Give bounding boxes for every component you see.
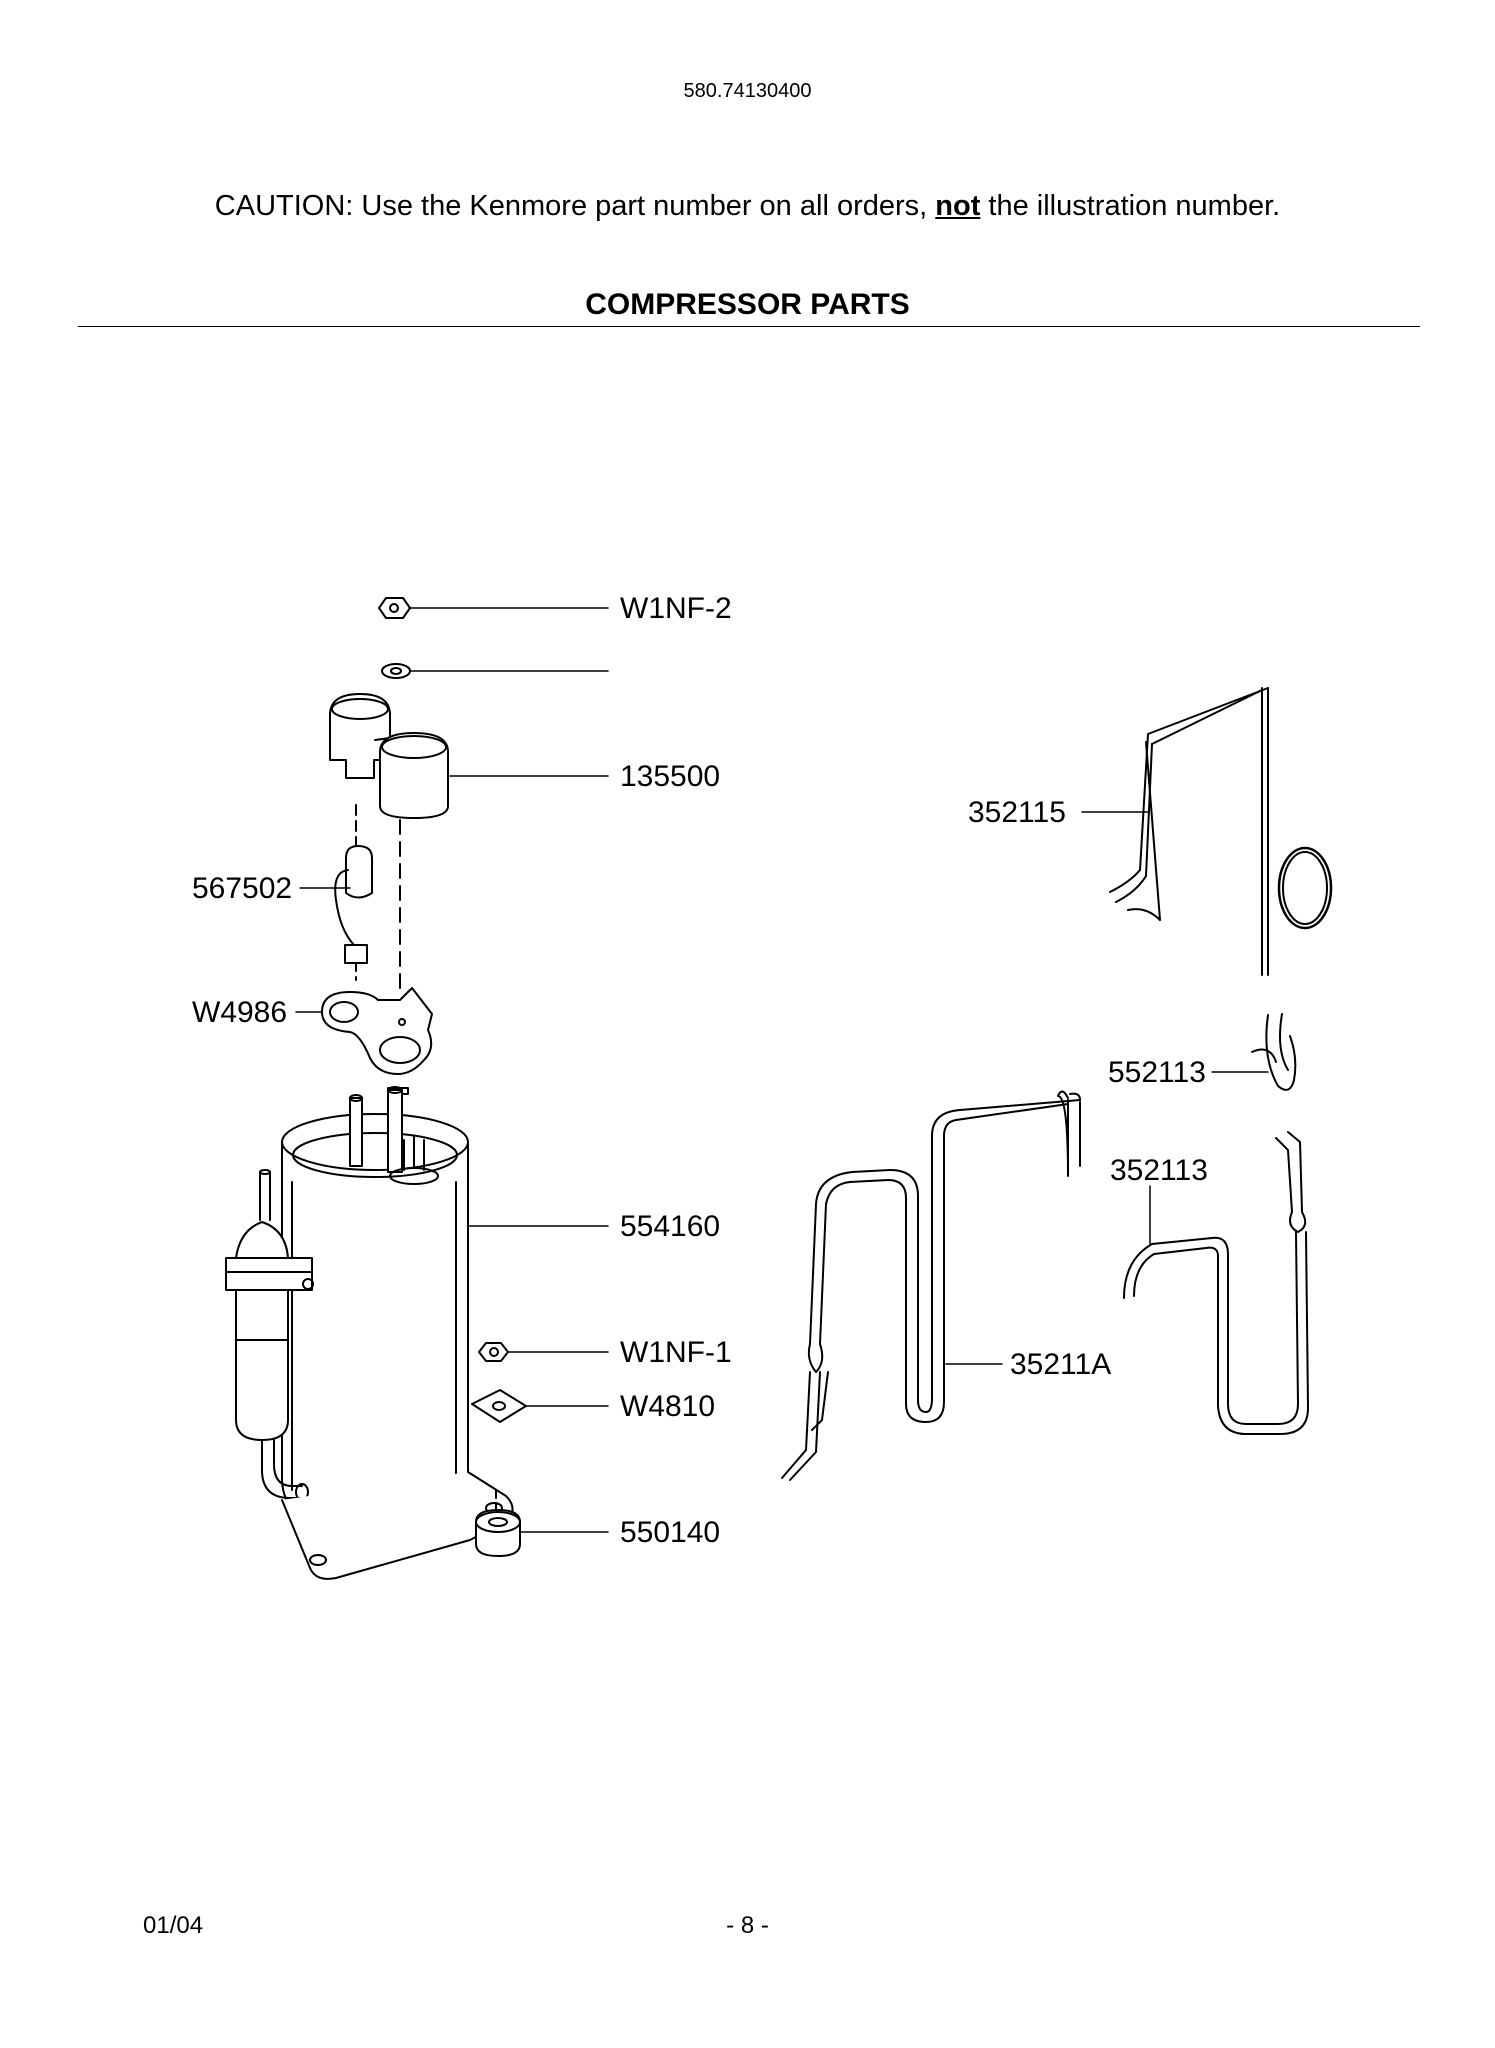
label-352115: 352115 (968, 796, 1066, 829)
part-labels: W1NF-2 135500 567502 W4986 554160 W1NF-1… (192, 592, 1208, 1549)
washer-top-drawing (381, 663, 411, 679)
page-number: - 8 - (726, 1912, 769, 1939)
label-552113: 552113 (1108, 1056, 1206, 1089)
tube-352113-drawing (1123, 1131, 1309, 1435)
accumulator-drawing (225, 1169, 314, 1501)
grommet-drawing (475, 1509, 521, 1557)
footer-date: 01/04 (143, 1912, 204, 1939)
caution-text-end: the illustration number. (980, 190, 1281, 222)
title-rule (78, 326, 1420, 327)
nut-top-drawing (378, 597, 411, 619)
label-550140: 550140 (620, 1516, 720, 1549)
clip-drawing (1251, 1013, 1297, 1091)
caution-text-start: CAUTION: Use the Kenmore part number on … (214, 190, 936, 222)
leader-lines (295, 607, 1269, 1533)
label-w4810: W4810 (620, 1390, 715, 1423)
washer-bottom-drawing (471, 1389, 527, 1423)
label-w1nf-2: W1NF-2 (620, 592, 732, 625)
caution-notice: CAUTION: Use the Kenmore part number on … (0, 190, 1495, 223)
label-554160: 554160 (620, 1210, 720, 1243)
tube-35211a-drawing (781, 1090, 1081, 1481)
label-567502: 567502 (192, 872, 292, 905)
label-352113: 352113 (1110, 1154, 1208, 1187)
terminal-cover-drawing (321, 987, 433, 1075)
caution-emphasis: not (935, 190, 981, 222)
document-number: 580.74130400 (683, 80, 812, 102)
capacitor-drawing (329, 693, 449, 991)
nut-bottom-drawing (478, 1342, 509, 1362)
label-w4986: W4986 (192, 996, 287, 1029)
overload-protector-drawing (334, 804, 373, 981)
section-title: COMPRESSOR PARTS (585, 288, 910, 321)
label-w1nf-1: W1NF-1 (620, 1336, 732, 1369)
label-135500: 135500 (620, 760, 720, 793)
compressor-body-drawing (281, 1086, 469, 1535)
tube-352115-drawing (1109, 687, 1333, 976)
label-35211a: 35211A (1010, 1348, 1111, 1381)
